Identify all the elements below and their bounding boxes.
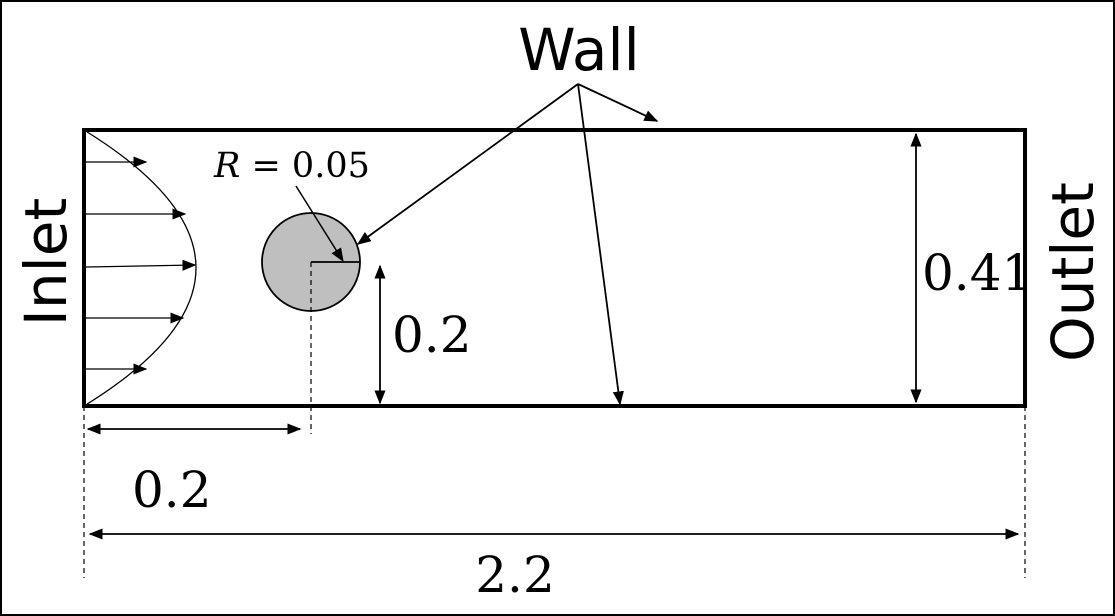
radius-label: R = 0.05 [213, 146, 370, 186]
velocity-arrow [85, 259, 197, 271]
length-label: 2.2 [475, 546, 555, 604]
channel-domain [82, 128, 1027, 408]
height-label: 0.41 [922, 244, 1033, 302]
center-x-label: 0.2 [132, 461, 212, 519]
radius-pointer-arrow [295, 185, 344, 263]
wall-arrow-cylinder [356, 83, 579, 245]
wall-arrow-bottom [577, 83, 624, 406]
wall-label: Wall [518, 16, 639, 84]
outlet-label: Outlet [1039, 182, 1107, 362]
center-height-label: 0.2 [392, 306, 472, 364]
inlet-velocity-arrows [85, 156, 197, 375]
inlet-label: Inlet [12, 198, 80, 326]
inlet-velocity-profile [83, 129, 197, 407]
wall-arrow-top [577, 83, 659, 122]
wall-pointer-arrows [356, 83, 659, 406]
